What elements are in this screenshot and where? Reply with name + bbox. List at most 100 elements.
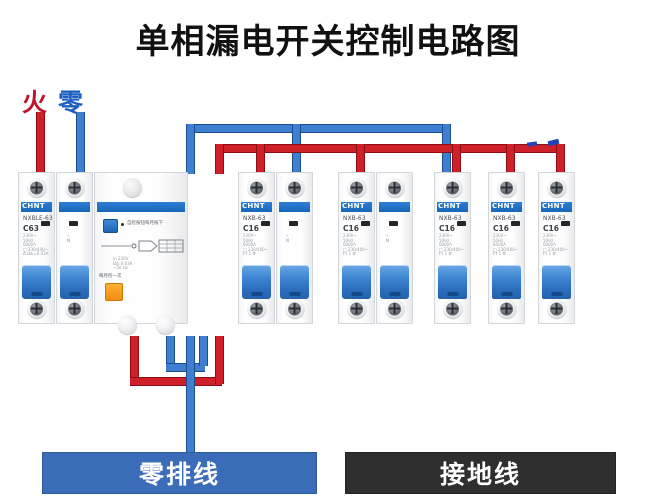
brand-band: [379, 202, 410, 212]
neutral-bus-riser-left: [186, 124, 195, 174]
model-text: NXB-63: [343, 215, 366, 222]
brand-band: [59, 202, 90, 212]
ground-busbar-label: 接地线: [345, 452, 616, 494]
toggle-lever[interactable]: [542, 265, 571, 299]
brand-logo-text: CHNT: [438, 202, 461, 210]
breaker-pole-live[interactable]: CHNT NXB-63 C16 230V~ 50Hz 6000A □ 230/4…: [238, 172, 275, 324]
status-window: [389, 221, 398, 226]
micro-spec-text: 230V~ 50Hz 6000A □ 230/400~ I²t 1 Φ: [493, 233, 519, 257]
breaker-pole-neutral[interactable]: ⌁ N: [276, 172, 313, 324]
brand-band: [541, 202, 572, 212]
brand-band: [491, 202, 522, 212]
model-text: NXB-63: [493, 215, 516, 222]
model-text: NXB-63: [439, 215, 462, 222]
rcbo-neutral-jog-riser: [199, 336, 208, 366]
rating-text: C16: [343, 224, 359, 233]
micro-spec-text: 230V~ 50Hz 6000A □ 230/400~ I²t 1 Φ: [243, 233, 269, 257]
toggle-lever[interactable]: [280, 265, 309, 299]
toggle-lever[interactable]: [438, 265, 467, 299]
terminal-screw-top-icon: [347, 178, 366, 197]
brand-band: [241, 202, 272, 212]
rating-text: C16: [439, 224, 455, 233]
rcbo-live-riser-to-bus: [215, 336, 224, 384]
terminal-screw-bottom-icon: [547, 299, 566, 318]
status-window: [457, 221, 466, 226]
terminal-screw-top-icon: [247, 178, 266, 197]
toggle-lever[interactable]: [60, 265, 89, 299]
live-drop-breaker-2p-1: [256, 144, 265, 174]
neutral-down-to-busbar: [186, 336, 195, 454]
rcbo-pole-live[interactable]: CHNT NXBLE-63 C63 230V~ 50Hz 6000A □ 230…: [18, 172, 55, 324]
reset-indicator-window[interactable]: [103, 219, 118, 233]
terminal-screw-bottom-icon: [385, 299, 404, 318]
test-button[interactable]: [105, 283, 123, 301]
neutral-bus-horizontal: [186, 124, 449, 133]
brand-band: [21, 202, 52, 212]
pole-glyph: ⌁ N: [386, 233, 389, 243]
status-window: [561, 221, 570, 226]
live-drop-breaker-1p-1: [452, 144, 461, 174]
terminal-screw-top-icon: [497, 178, 516, 197]
pole-glyph: ⌁ N: [286, 233, 289, 243]
micro-spec-text: 230V~ 50Hz 6000A □ 230/400~ I²t 1 Φ: [439, 233, 465, 257]
incoming-neutral-wire: [76, 112, 85, 174]
terminal-screw-top-icon: [285, 178, 304, 197]
rating-text: C63: [23, 224, 39, 233]
live-drop-breaker-1p-2: [506, 144, 515, 174]
breaker-pole-live[interactable]: CHNT NXB-63 C16 230V~ 50Hz 6000A □ 230/4…: [338, 172, 375, 324]
internal-schematic-icon: [101, 237, 184, 253]
terminal-screw-top-icon: [547, 178, 566, 197]
breaker-pole-live[interactable]: CHNT NXB-63 C16 230V~ 50Hz 6000A □ 230/4…: [434, 172, 471, 324]
pole-glyph: ⌁ N: [67, 233, 70, 243]
rcbo-pole-neutral[interactable]: ⌁ N: [56, 172, 93, 324]
indicator-dot-icon: [121, 223, 124, 226]
terminal-screw-bottom-icon: [347, 299, 366, 318]
terminal-screw-top-icon: [385, 178, 404, 197]
brand-band: [279, 202, 310, 212]
neutral-busbar-label: 零排线: [42, 452, 317, 494]
status-window: [69, 221, 78, 226]
rating-text: C16: [543, 224, 559, 233]
rcbo-live-to-bus-horizontal: [130, 377, 222, 386]
toggle-lever[interactable]: [342, 265, 371, 299]
model-text: NXB-63: [543, 215, 566, 222]
page-title: 单相漏电开关控制电路图: [135, 22, 521, 62]
rcbo-neutral-jog-horizontal: [166, 363, 205, 372]
rcbo-residual-module[interactable]: 自检按钮每月按下 In 230V IΔn 0.03A ~50 Hz 每月检一次: [94, 172, 188, 324]
model-text: NXBLE-63: [23, 215, 53, 222]
terminal-screw-top-icon: [27, 178, 46, 197]
micro-spec-text: 230V~ 50Hz 6000A □ 230/400~ I²t 1 Φ: [543, 233, 569, 257]
terminal-screw-top-icon: [443, 178, 462, 197]
live-bus-horizontal: [215, 144, 560, 153]
breaker-pole-neutral[interactable]: ⌁ N: [376, 172, 413, 324]
brand-logo-text: CHNT: [492, 202, 515, 210]
model-text: NXB-63: [243, 215, 266, 222]
terminal-screw-bottom-icon: [497, 299, 516, 318]
toggle-lever[interactable]: [242, 265, 271, 299]
brand-logo-text: CHNT: [242, 202, 265, 210]
toggle-lever[interactable]: [492, 265, 521, 299]
brand-logo-text: CHNT: [542, 202, 565, 210]
micro-spec-text: 230V~ 50Hz 6000A □ 230/400~ Δ IΔn=0.03A: [23, 233, 49, 257]
blank-terminal-top-icon: [123, 178, 142, 197]
terminal-screw-bottom-icon: [27, 299, 46, 318]
rating-text: C16: [493, 224, 509, 233]
micro-spec-text: 230V~ 50Hz 6000A □ 230/400~ I²t 1 Φ: [343, 233, 369, 257]
terminal-screw-bottom-icon: [285, 299, 304, 318]
breaker-pole-live[interactable]: CHNT NXB-63 C16 230V~ 50Hz 6000A □ 230/4…: [488, 172, 525, 324]
terminal-screw-bottom-icon: [156, 315, 175, 334]
incoming-live-wire: [36, 112, 45, 174]
live-bus-riser-left: [215, 144, 224, 174]
toggle-lever[interactable]: [380, 265, 409, 299]
status-window: [361, 221, 370, 226]
rcbo-output-neutral-wire: [166, 336, 175, 366]
terminal-screw-bottom-icon: [247, 299, 266, 318]
breaker-pole-live[interactable]: CHNT NXB-63 C16 230V~ 50Hz 6000A □ 230/4…: [538, 172, 575, 324]
test-button-label: 每月检一次: [99, 274, 122, 279]
toggle-lever[interactable]: [22, 265, 51, 299]
status-window: [511, 221, 520, 226]
terminal-screw-bottom-icon: [65, 299, 84, 318]
status-window: [289, 221, 298, 226]
rating-text: C16: [243, 224, 259, 233]
